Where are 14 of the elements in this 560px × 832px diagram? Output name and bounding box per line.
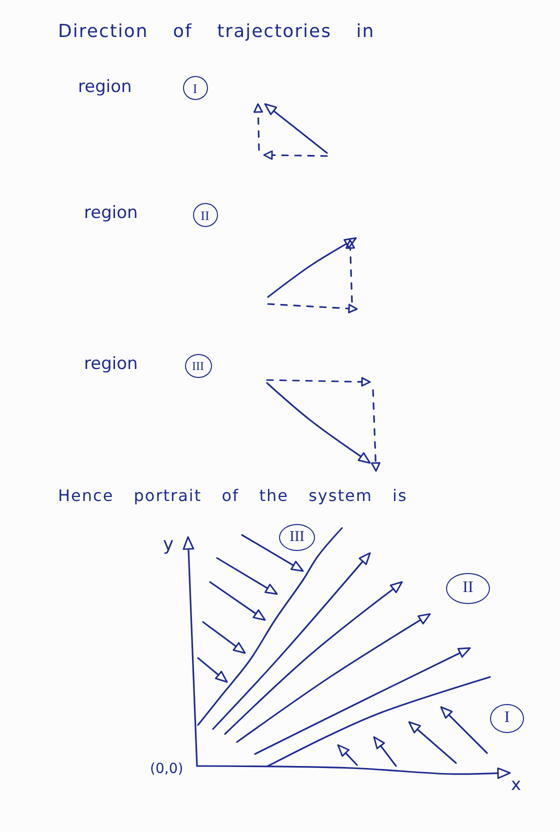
region-label: region bbox=[78, 78, 132, 98]
statement-text: Hence portrait of the system is bbox=[58, 487, 408, 506]
region-label: region bbox=[84, 355, 138, 375]
circled-numeral: I bbox=[182, 76, 208, 100]
title: Direction of trajectories in bbox=[58, 22, 375, 43]
circled-numeral: I bbox=[490, 704, 524, 732]
origin-label: (0,0) bbox=[150, 761, 184, 778]
circled-numeral: III bbox=[279, 524, 315, 550]
axis-label: y bbox=[163, 535, 174, 556]
circled-numeral: II bbox=[446, 572, 490, 604]
axis-label: x bbox=[511, 776, 522, 796]
circled-numeral: II bbox=[192, 203, 218, 227]
circled-numeral: III bbox=[184, 354, 212, 378]
region-label: region bbox=[84, 204, 138, 224]
